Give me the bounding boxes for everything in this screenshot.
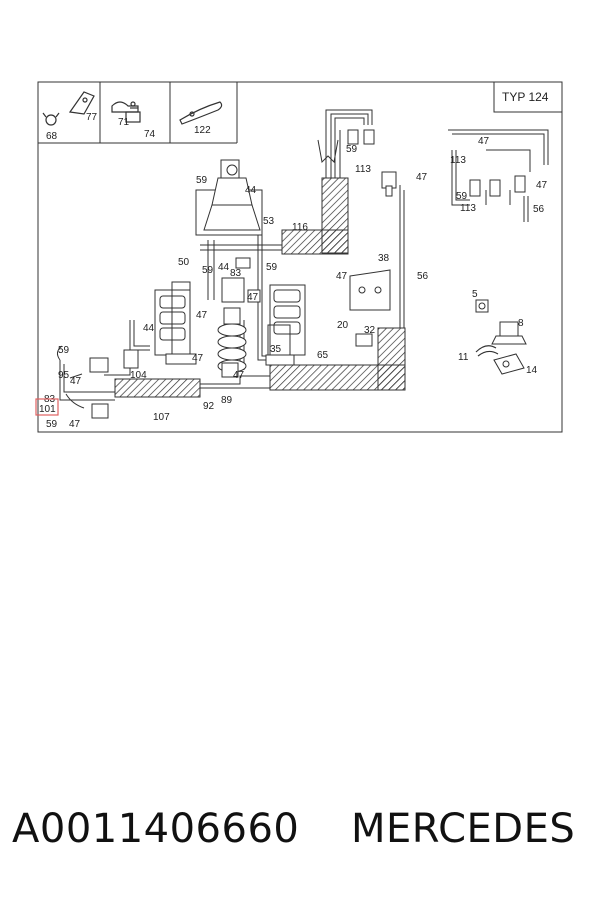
connectors — [89, 129, 526, 419]
callout: 59 — [266, 262, 278, 273]
type-box — [493, 81, 563, 113]
plate-14 — [493, 353, 525, 375]
harness-hatched — [114, 177, 406, 398]
callout: 65 — [317, 350, 329, 361]
bracket-77-icon — [68, 91, 95, 115]
legend-label-71: 71 — [118, 117, 130, 128]
callout: 44 — [143, 323, 155, 334]
callout: 59 — [202, 265, 214, 276]
callout: 47 — [478, 136, 490, 147]
callout: 47 — [416, 172, 428, 183]
callout: 113 — [460, 203, 476, 214]
legend-label-68: 68 — [46, 131, 58, 142]
callout: 56 — [417, 271, 429, 282]
sensor-8 — [491, 321, 527, 345]
callout: 56 — [533, 204, 545, 215]
callout: 113 — [355, 164, 371, 175]
callout: 47 — [536, 180, 548, 191]
callout: 50 — [178, 257, 190, 268]
legend-label-74: 74 — [144, 129, 156, 140]
left-coil-group — [56, 345, 85, 409]
callout: 47 — [70, 376, 82, 387]
callout: 59 — [196, 175, 208, 186]
distributor-assembly — [195, 159, 263, 236]
diagram-frame — [37, 81, 563, 433]
callout: 59 — [456, 191, 468, 202]
brand-name: MERCEDES — [351, 806, 576, 852]
callout-labels: 68 77 71 74 122 59 44 53 116 50 59 44 83… — [35, 112, 548, 430]
callout: 14 — [526, 365, 538, 376]
bracket-38 — [349, 269, 391, 311]
callout: 59 — [346, 144, 358, 155]
callout: 47 — [69, 419, 81, 430]
callout: 116 — [292, 222, 308, 233]
callout: 44 — [245, 185, 257, 196]
callout: 47 — [196, 310, 208, 321]
callout: 104 — [130, 370, 147, 381]
callout: 11 — [458, 352, 469, 363]
clip-68-icon — [42, 112, 60, 126]
callout-101-highlighted: 101 — [39, 404, 56, 415]
callout: 83 — [230, 268, 242, 279]
callout: 47 — [192, 353, 204, 364]
callout: 20 — [337, 320, 349, 331]
type-label: TYP 124 — [502, 90, 549, 104]
callout: 92 — [203, 401, 215, 412]
engine-block-left — [154, 281, 191, 363]
sensor-5 — [475, 299, 489, 313]
callout: 53 — [263, 216, 275, 227]
coil-stack — [217, 277, 247, 373]
strap-122-icon — [179, 101, 223, 125]
callout: 35 — [270, 344, 282, 355]
parts-diagram: TYP 124 — [35, 81, 563, 433]
holder-74-icon — [125, 107, 141, 123]
clamp-71-icon — [111, 101, 139, 113]
highlight-box-101 — [35, 398, 59, 416]
callout: 59 — [58, 345, 70, 356]
callout: 47 — [336, 271, 348, 282]
callout: 38 — [378, 253, 390, 264]
callout: 95 — [58, 370, 70, 381]
callout: 44 — [218, 262, 230, 273]
callout: 32 — [364, 325, 376, 336]
callout: 107 — [153, 412, 170, 423]
footer: A0011406660 MERCEDES — [0, 806, 600, 866]
hose-11 — [475, 345, 499, 357]
legend-label-77: 77 — [86, 112, 98, 123]
callout: 59 — [46, 419, 58, 430]
legend-label-122: 122 — [194, 125, 211, 136]
callout: 89 — [221, 395, 233, 406]
callout: 47 — [233, 370, 245, 381]
callout: 47 — [247, 292, 259, 303]
engine-block-right — [267, 284, 306, 362]
callout: 5 — [472, 289, 478, 300]
callout: 8 — [518, 318, 524, 329]
part-number: A0011406660 — [12, 806, 300, 852]
callout: 113 — [450, 155, 466, 166]
